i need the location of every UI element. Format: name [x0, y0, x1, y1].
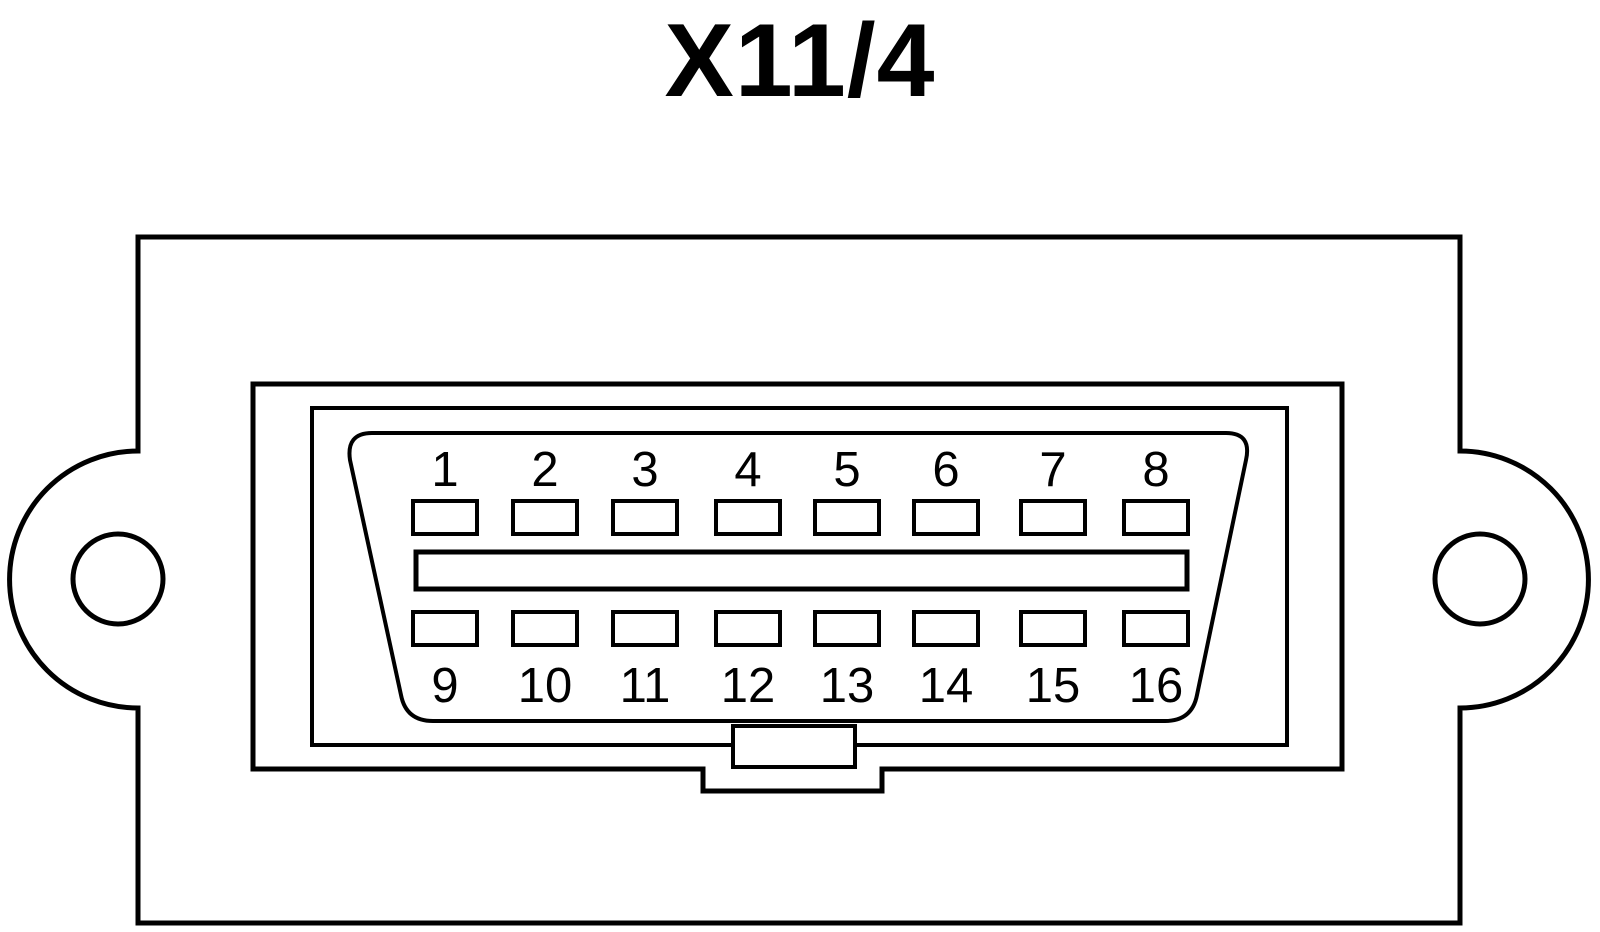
mounting-hole-right — [1432, 531, 1528, 627]
pin-label-11: 11 — [620, 659, 671, 713]
pin-contact-3 — [611, 499, 679, 536]
pin-contact-2 — [511, 499, 579, 536]
pin-contact-13 — [813, 610, 881, 647]
pin-contact-1 — [411, 499, 479, 536]
pin-label-16: 16 — [1129, 659, 1184, 713]
pin-label-1: 1 — [431, 443, 458, 497]
pin-contact-9 — [411, 610, 479, 647]
mounting-hole-left — [70, 531, 166, 627]
pin-contact-5 — [813, 499, 881, 536]
pin-contact-11 — [611, 610, 679, 647]
pin-contact-10 — [511, 610, 579, 647]
pin-label-4: 4 — [734, 443, 761, 497]
pin-label-8: 8 — [1142, 443, 1169, 497]
pin-contact-15 — [1019, 610, 1087, 647]
pin-label-7: 7 — [1039, 443, 1066, 497]
pin-contact-16 — [1122, 610, 1190, 647]
pin-label-13: 13 — [820, 659, 875, 713]
pin-contact-12 — [714, 610, 782, 647]
pin-label-2: 2 — [531, 443, 558, 497]
pin-label-12: 12 — [721, 659, 776, 713]
pin-label-9: 9 — [431, 659, 458, 713]
pin-row-top: 1 2 3 4 5 6 7 8 — [411, 443, 1190, 536]
pin-label-15: 15 — [1026, 659, 1081, 713]
pin-contact-7 — [1019, 499, 1087, 536]
pin-label-14: 14 — [919, 659, 974, 713]
pin-contact-8 — [1122, 499, 1190, 536]
center-bar — [413, 549, 1190, 592]
key-tab — [731, 724, 857, 769]
connector-title: X11/4 — [664, 3, 936, 119]
pin-label-10: 10 — [518, 659, 573, 713]
pin-label-5: 5 — [833, 443, 860, 497]
pin-contact-14 — [912, 610, 980, 647]
pin-label-3: 3 — [631, 443, 658, 497]
pin-contact-4 — [714, 499, 782, 536]
pin-row-bottom: 9 10 11 12 13 14 15 16 — [411, 610, 1190, 713]
pin-label-6: 6 — [932, 443, 959, 497]
pin-contact-6 — [912, 499, 980, 536]
